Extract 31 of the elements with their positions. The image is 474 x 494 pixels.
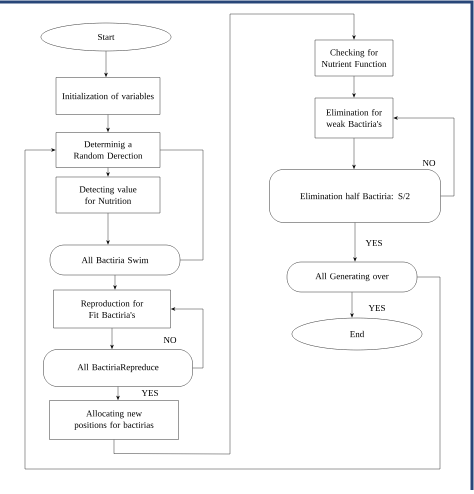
arrow (350, 292, 354, 318)
edge-label: NO (162, 336, 178, 344)
arrow (353, 222, 357, 262)
arrow (114, 14, 356, 454)
arrow (24, 148, 440, 470)
process-box: Allocating new positions for bactirias (49, 400, 179, 440)
edge-label: YES (364, 238, 384, 248)
arrow (352, 76, 356, 98)
arrow (171, 307, 204, 368)
process-box: Detecting value for Nutrition (56, 176, 160, 214)
arrow (106, 168, 110, 176)
arrow (110, 328, 114, 349)
arrow (104, 51, 108, 77)
arrow (106, 114, 110, 132)
process-box: Elimination for weak Bactiria's (314, 98, 394, 138)
decision-box: Elimination half Bactiria: S/2 (269, 169, 441, 223)
arrow (106, 213, 110, 244)
decision-box: All Bactiria Swim (50, 244, 180, 276)
process-box: Reproduction for Fit Bactiria's (53, 290, 171, 328)
edge-label: YES (368, 304, 386, 312)
arrow (116, 386, 120, 400)
process-box: Checking for Nutrient Function (314, 40, 394, 76)
arrow (113, 275, 117, 290)
process-box: Determinig a Random Derection (56, 132, 160, 168)
edge-label: NO (422, 158, 436, 168)
decision-box: All Generating over (286, 262, 418, 292)
process-box: Initialization of variables (56, 77, 160, 115)
arrow (394, 116, 454, 196)
edge-label: YES (140, 388, 160, 398)
decision-box: All BactiriaRepreduce (43, 349, 193, 387)
arrow (352, 138, 356, 169)
